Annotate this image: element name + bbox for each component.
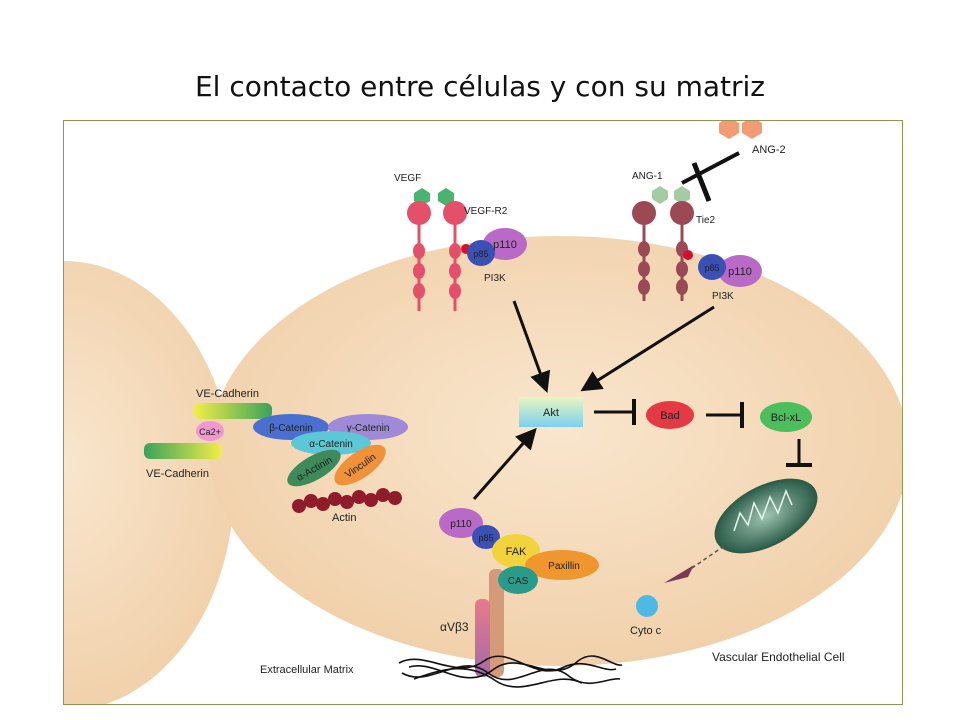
actin-label: Actin	[332, 512, 356, 524]
cell-label: Vascular Endothelial Cell	[712, 650, 845, 664]
ve-cadherin-top	[194, 403, 272, 419]
pi3k-tie2-label: PI3K	[712, 291, 734, 302]
inhibit-bad-bclxl	[706, 402, 744, 428]
bclxl-label: Bcl-xL	[771, 412, 802, 424]
akt-label: Akt	[543, 407, 559, 419]
arrow-integrin-akt	[472, 427, 537, 500]
inhibit-akt-bad	[594, 399, 636, 425]
inhibit-bclxl-mito	[786, 439, 812, 467]
pi3k-integrin-p85-label: p85	[478, 533, 493, 543]
ecm-label: Extracellular Matrix	[260, 664, 354, 676]
endothelial-cell	[209, 236, 902, 666]
ang1-ligand	[652, 186, 690, 204]
diagram-figure: ANG-2 VEGF VEGF-R2 p110 p85 PI3K ANG-1	[63, 120, 903, 705]
slide-title: El contacto entre células y con su matri…	[194, 70, 765, 103]
pi3k-tie2-p110: p110	[728, 266, 752, 278]
cas-label: CAS	[508, 576, 529, 587]
cyto-c-wedge	[664, 565, 694, 583]
beta-catenin-label: β-Catenin	[269, 423, 313, 434]
neighbor-cell	[64, 261, 234, 704]
ang2-ligand	[719, 121, 762, 139]
pi3k-integrin-p110	[439, 508, 483, 538]
alpha-catenin-label: α-Catenin	[309, 439, 353, 450]
signaling-diagram: ANG-2 VEGF VEGF-R2 p110 p85 PI3K ANG-1	[64, 121, 902, 704]
gamma-catenin-label: γ-Catenin	[347, 423, 390, 434]
actin-filament	[292, 488, 402, 513]
extracellular-matrix	[398, 655, 623, 688]
ve-cadherin-top-label: VE-Cadherin	[196, 388, 259, 400]
vinculin	[334, 444, 386, 486]
pi3k-tie2-p85: p85	[704, 263, 719, 273]
integrin-alphav	[475, 599, 490, 677]
calcium-ion	[196, 421, 224, 441]
pi3k-vegf-p85: p85	[473, 249, 488, 259]
ve-cadherin-bottom	[144, 443, 222, 459]
pi3k-vegf-label: PI3K	[484, 273, 506, 284]
integrin-beta3	[489, 569, 504, 677]
arrow-tie2-akt	[580, 305, 715, 392]
bclxl-node	[760, 402, 812, 432]
pi3k-integrin-p110-label: p110	[450, 519, 472, 530]
ang2-inhibition	[681, 151, 740, 202]
integrin-label: αVβ3	[440, 620, 469, 634]
bad-node	[646, 401, 694, 429]
paxillin-label: Paxillin	[548, 561, 580, 572]
tie2-receptor	[632, 201, 694, 301]
akt-box	[519, 397, 583, 427]
vegf-label: VEGF	[394, 173, 421, 184]
pi3k-integrin-p85	[472, 525, 500, 549]
ve-cadherin-bottom-label: VE-Cadherin	[146, 468, 209, 480]
pi3k-vegf	[467, 228, 527, 266]
cyto-c-label: Cyto c	[630, 625, 662, 637]
pi3k-vegf-p110: p110	[493, 239, 517, 251]
calcium-label: Ca2+	[199, 427, 221, 437]
mitochondrion	[714, 478, 818, 554]
bad-label: Bad	[660, 410, 680, 422]
ang1-label: ANG-1	[632, 171, 663, 182]
ang2-label: ANG-2	[752, 144, 786, 156]
cyto-c-node	[636, 595, 658, 617]
fak-label: FAK	[506, 546, 527, 558]
paxillin-node	[525, 550, 599, 580]
arrow-vegf-akt	[512, 300, 551, 393]
alpha-catenin	[291, 431, 371, 455]
tie2-label: Tie2	[696, 215, 716, 226]
vegfr2-label: VEGF-R2	[464, 206, 508, 217]
pi3k-tie2	[698, 254, 762, 287]
alpha-actinin	[287, 449, 341, 487]
cas-node	[498, 566, 538, 594]
